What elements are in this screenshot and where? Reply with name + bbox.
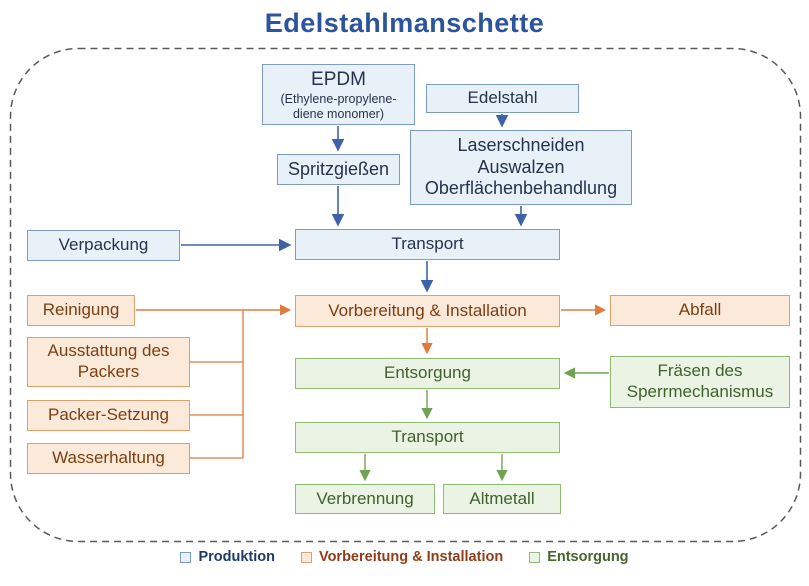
node-wasserhaltung: Wasserhaltung — [27, 443, 190, 474]
node-reinigung: Reinigung — [27, 295, 135, 326]
node-packer-setzung: Packer-Setzung — [27, 400, 190, 431]
legend-swatch-vorbereitung — [300, 551, 312, 563]
node-fraesen-des-sperrmechanismus: Fräsen des Sperrmechanismus — [610, 356, 790, 408]
legend-item-entsorgung: Entsorgung — [529, 549, 629, 565]
legend-swatch-entsorgung — [529, 551, 541, 563]
node-transport-produktion: Transport — [295, 229, 560, 260]
node-laserschneiden: Laserschneiden Auswalzen Oberflächenbeha… — [410, 130, 632, 205]
node-verbrennung: Verbrennung — [295, 484, 435, 514]
legend-label-vorbereitung: Vorbereitung & Installation — [318, 549, 504, 565]
legend-label-produktion: Produktion — [198, 549, 275, 565]
legend: Produktion Vorbereitung & Installation E… — [0, 549, 809, 565]
node-epdm: EPDM (Ethylene-propylene- diene monomer) — [262, 64, 415, 125]
node-entsorgung: Entsorgung — [295, 358, 560, 389]
legend-swatch-produktion — [180, 551, 192, 563]
node-edelstahl: Edelstahl — [426, 84, 579, 113]
legend-item-vorbereitung: Vorbereitung & Installation — [300, 549, 504, 565]
node-abfall: Abfall — [610, 295, 790, 326]
node-verpackung: Verpackung — [27, 230, 180, 261]
legend-label-entsorgung: Entsorgung — [547, 549, 629, 565]
node-epdm-sublabel: (Ethylene-propylene- diene monomer) — [280, 91, 397, 121]
node-spritzgiessen: Spritzgießen — [277, 154, 400, 185]
connector-left-column — [190, 310, 244, 459]
node-vorbereitung-installation: Vorbereitung & Installation — [295, 295, 560, 327]
node-ausstattung-des-packers: Ausstattung des Packers — [27, 337, 190, 387]
node-epdm-label: EPDM — [311, 68, 366, 90]
node-transport-entsorgung: Transport — [295, 422, 560, 453]
node-altmetall: Altmetall — [443, 484, 561, 514]
diagram-title: Edelstahlmanschette — [264, 8, 545, 38]
legend-item-produktion: Produktion — [180, 549, 275, 565]
